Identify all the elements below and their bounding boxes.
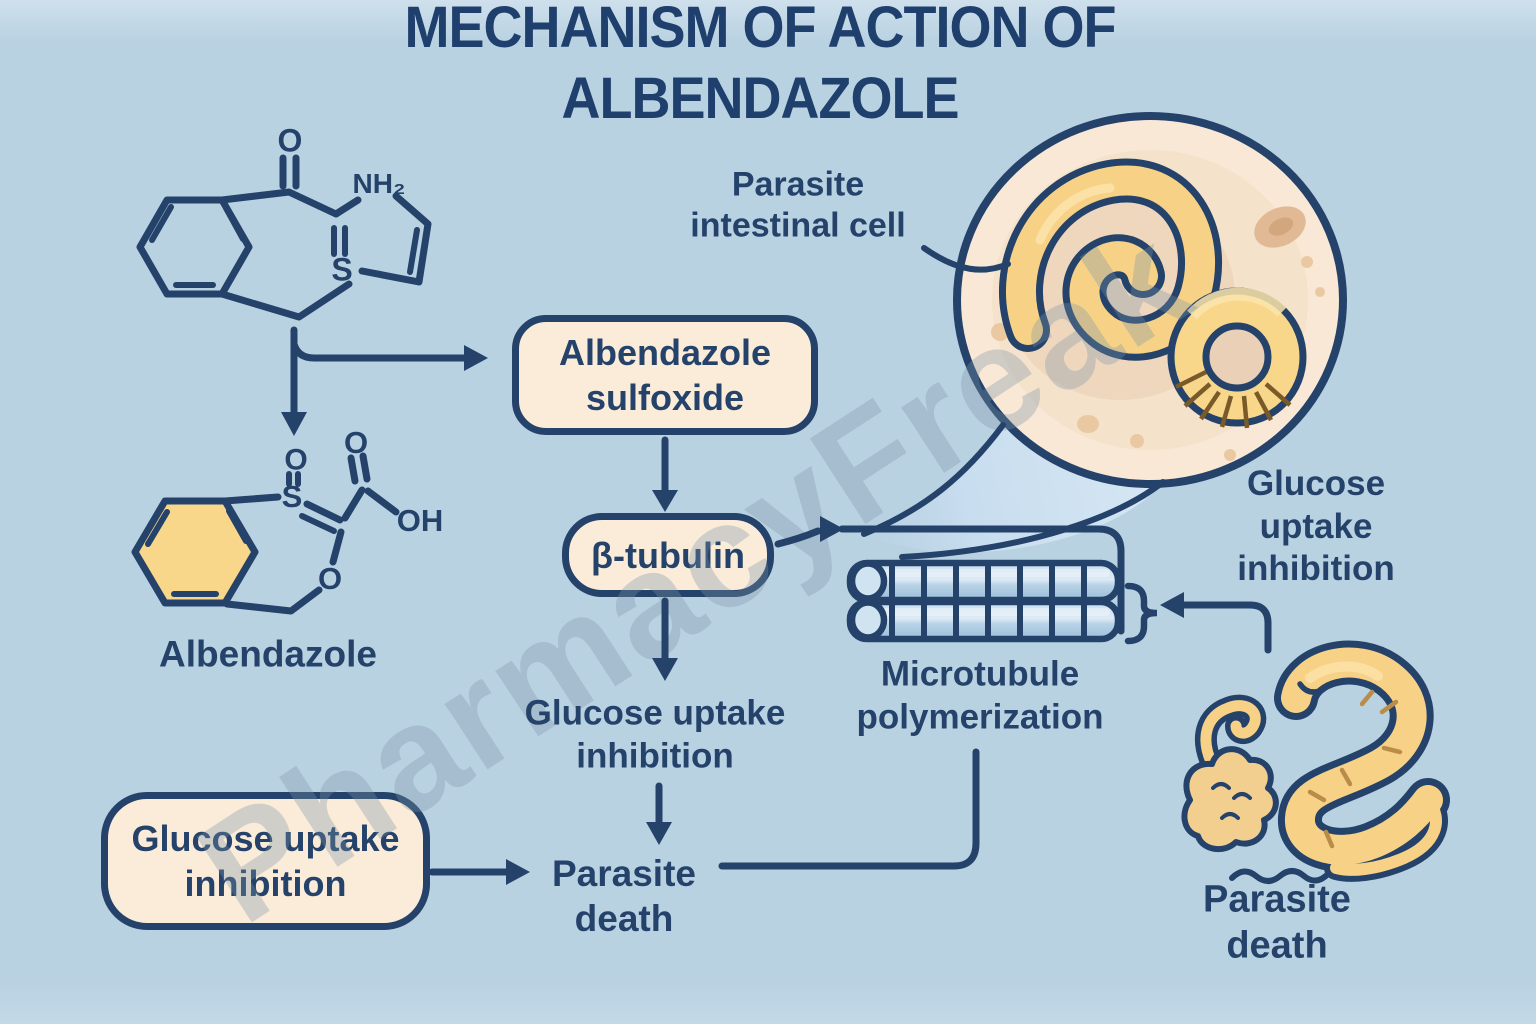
atom-label-ring-oxygen: O xyxy=(317,561,343,597)
beta-tubulin-box: β-tubulin xyxy=(562,513,774,597)
flow-arrows xyxy=(281,245,1272,885)
disintegrating-worm-icon xyxy=(1181,694,1279,853)
ring-worm-icon xyxy=(1167,287,1307,429)
albendazole-structure-label: Albendazole xyxy=(159,633,377,675)
microtubule-polymerization-label: Microtubule polymerization xyxy=(856,654,1104,736)
glucose-uptake-inhibition-box-label: Glucose uptake inhibition xyxy=(131,818,400,904)
page-title: MECHANISM OF ACTION OF ALBENDAZOLE xyxy=(404,0,1117,131)
parasite-death-mid-label: Parasite death xyxy=(552,852,696,939)
brace-icon xyxy=(1124,582,1158,645)
glucose-uptake-inhibition-mid-label: Glucose uptake inhibition xyxy=(524,693,786,775)
atom-label-oxygen: O xyxy=(277,122,303,159)
parasite-cell-icon xyxy=(953,112,1347,488)
squiggle-icon xyxy=(1229,868,1331,884)
beta-tubulin-label: β-tubulin xyxy=(591,534,745,576)
parasite-death-right-label: Parasite death xyxy=(1203,878,1351,967)
albendazole-molecule-structure xyxy=(136,154,432,321)
albendazole-sulfoxide-label: Albendazole sulfoxide xyxy=(558,332,772,418)
atom-label-sulfoxide-sulfur: S xyxy=(281,479,303,515)
dead-worm-icon xyxy=(1274,640,1450,882)
microtubule-icon xyxy=(846,559,1158,645)
albendazole-sulfoxide-structure xyxy=(131,452,400,615)
atom-label-sulfoxide-oxygen: O xyxy=(284,443,308,477)
atom-label-amine: NH₂ xyxy=(352,167,406,199)
atom-label-hydroxyl: OH xyxy=(396,503,444,539)
glucose-uptake-inhibition-box: Glucose uptake inhibition xyxy=(101,792,430,930)
cell-funnel-edges xyxy=(861,422,1166,560)
glucose-uptake-inhibition-right-label: Glucose uptake inhibition xyxy=(1237,463,1395,589)
cell-nucleus xyxy=(1254,206,1306,248)
atom-label-sulfur: S xyxy=(331,251,353,288)
atom-label-carboxyl-oxygen: O xyxy=(343,425,369,461)
albendazole-sulfoxide-box: Albendazole sulfoxide xyxy=(512,315,818,435)
closed-eye-icon xyxy=(1297,681,1325,695)
spiral-worm-icon xyxy=(998,158,1222,361)
parasite-intestinal-cell-label: Parasite intestinal cell xyxy=(690,165,906,245)
